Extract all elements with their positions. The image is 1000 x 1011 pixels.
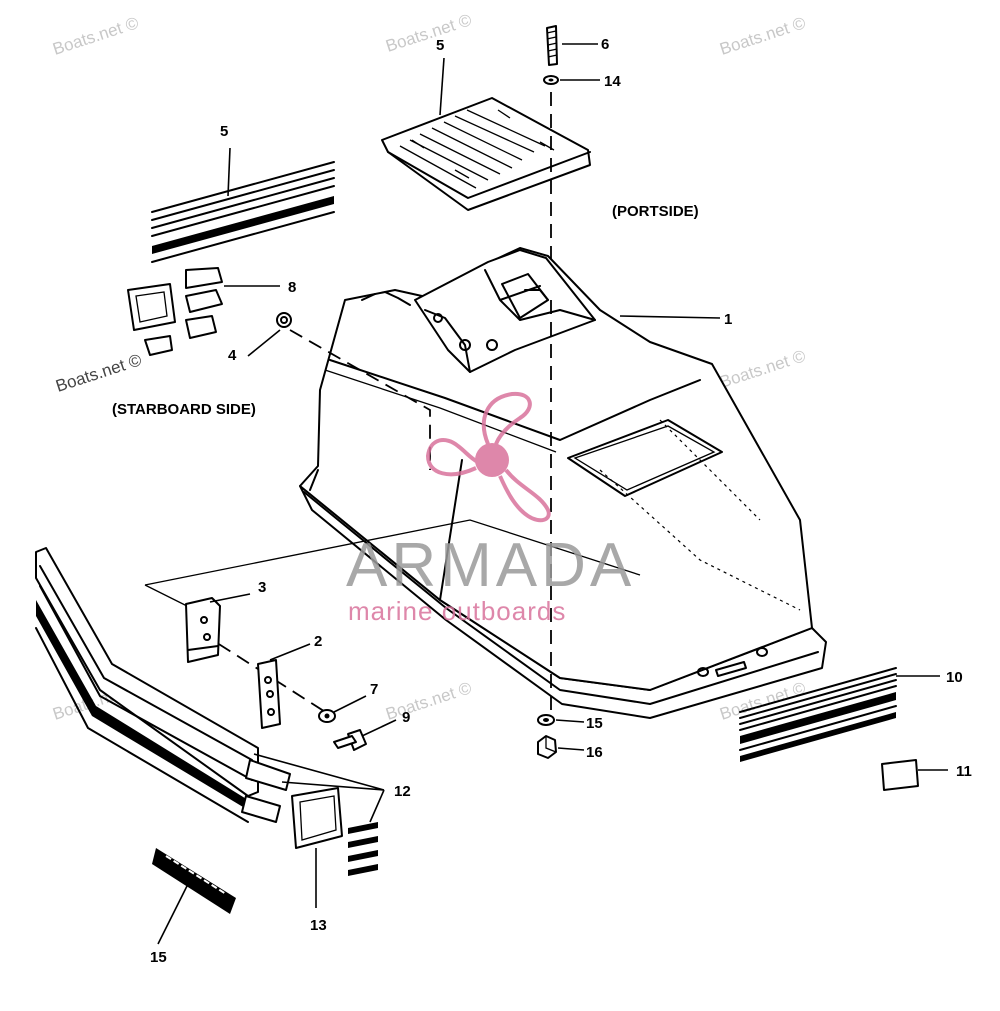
callout-15: 14 — [604, 73, 621, 90]
portside-label: (PORTSIDE) — [612, 203, 699, 220]
leader-lines — [157, 43, 948, 945]
callout-3: 11 — [956, 763, 972, 780]
brand-watermark: ARMADA marine outboards — [346, 391, 635, 626]
callout-12: 5 — [220, 123, 228, 140]
callout-14: 6 — [601, 36, 609, 53]
part-15-washer-top — [543, 75, 559, 85]
part-4-stripes — [35, 547, 378, 876]
callout-10: 3 — [258, 579, 266, 596]
part-3-decal-plate — [881, 759, 919, 791]
part-7-screw — [333, 729, 367, 751]
callout-1: 1 — [724, 311, 732, 328]
callout-11: 4 — [228, 347, 237, 364]
part-9-latch-plate — [257, 659, 281, 729]
callout-8: 7 — [370, 681, 378, 698]
part-8-washer — [318, 709, 336, 723]
part-2-stripes — [739, 667, 897, 762]
callout-16: 16 — [586, 744, 603, 761]
part-13-top-plate — [381, 97, 591, 211]
callout-15-bottom: 15 — [586, 715, 603, 732]
brand-name: ARMADA — [346, 531, 635, 600]
part-16-nut — [537, 735, 557, 759]
propeller-logo — [425, 391, 551, 523]
callout-7: 9 — [402, 709, 410, 726]
starboard-label: (STARBOARD SIDE) — [112, 401, 256, 418]
part-15-washer-bottom — [537, 714, 555, 726]
part-11-screw — [276, 312, 292, 328]
part-12-stripes — [151, 161, 335, 263]
callout-9: 2 — [314, 633, 322, 650]
site-watermark: Boats.net © — [50, 13, 141, 59]
callout-6: 15 — [150, 949, 167, 966]
callout-2: 10 — [946, 669, 963, 686]
callout-5-bottom: 13 — [310, 917, 327, 934]
site-watermark: Boats.net © — [383, 678, 474, 724]
part-1-engine-cover — [299, 247, 827, 719]
part-6-name-decal — [152, 848, 236, 914]
part-10-latch-bracket — [185, 597, 221, 663]
callout-4: 12 — [394, 783, 411, 800]
callout-5-top: 8 — [288, 279, 296, 296]
part-5-decal-top — [127, 267, 223, 356]
callout-labels: 6 14 5 5 8 4 1 3 2 7 9 15 16 10 11 12 13… — [150, 36, 972, 966]
site-watermark: Boats.net © — [717, 346, 808, 392]
site-watermark: Boats.net © — [717, 13, 808, 59]
site-watermark: Boats.net © — [383, 10, 474, 56]
site-watermark-dark: Boats.net © — [53, 350, 144, 396]
brand-tagline: marine outboards — [348, 596, 566, 626]
part-14-bolt — [546, 25, 558, 66]
callout-13: 5 — [436, 37, 444, 54]
latch-guide-line — [144, 519, 641, 586]
